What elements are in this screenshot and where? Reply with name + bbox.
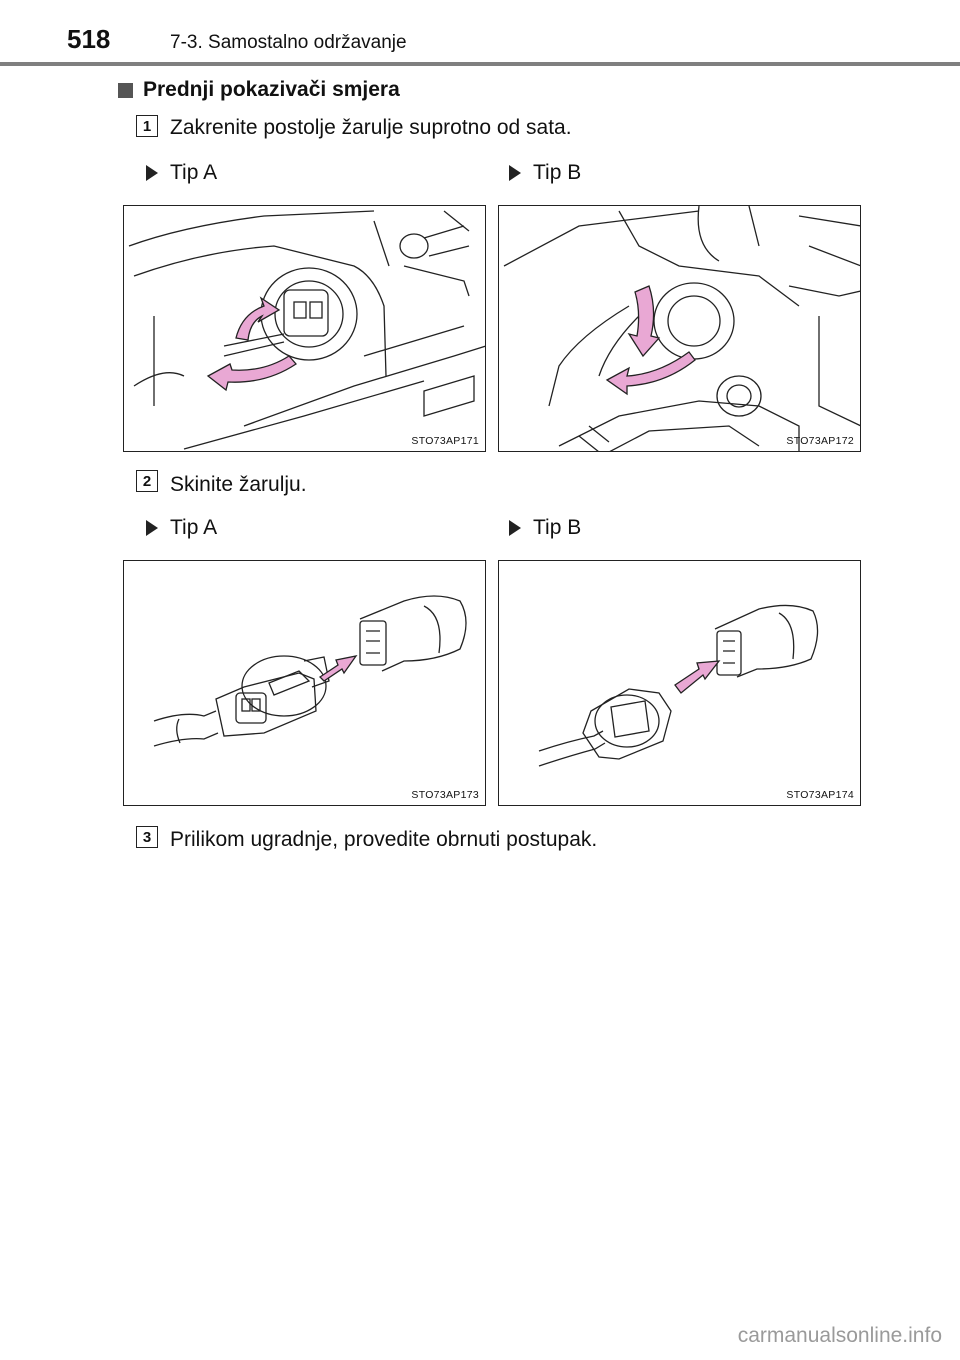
step-number-2: 2 bbox=[136, 470, 158, 492]
triangle-bullet-icon bbox=[509, 165, 521, 181]
triangle-bullet-icon bbox=[146, 165, 158, 181]
tip-b-label: Tip B bbox=[509, 161, 581, 185]
figure-code: STO73AP171 bbox=[411, 435, 479, 447]
square-bullet-icon bbox=[118, 82, 133, 98]
tip-a-text: Tip A bbox=[170, 161, 218, 184]
step-text-1: Zakrenite postolje žarulje suprotno od s… bbox=[170, 116, 572, 139]
figure-code: STO73AP172 bbox=[786, 435, 854, 447]
watermark: carmanualsonline.info bbox=[737, 1324, 942, 1347]
chapter-title: 7-3. Samostalno održavanje bbox=[170, 32, 407, 53]
figure-bulb-remove-tip-b: STO73AP174 bbox=[498, 560, 861, 806]
tip-a-label: Tip A bbox=[146, 161, 217, 185]
figure-socket-rotate-tip-b: STO73AP172 bbox=[498, 205, 861, 452]
tip-b-text: Tip B bbox=[533, 516, 582, 539]
illustration-bulb-remove-b bbox=[538, 604, 819, 767]
figure-code: STO73AP174 bbox=[786, 789, 854, 801]
figure-bulb-remove-tip-a: STO73AP173 bbox=[123, 560, 486, 806]
step-text-3: Prilikom ugradnje, provedite obrnuti pos… bbox=[170, 828, 598, 851]
step-number-3: 3 bbox=[136, 826, 158, 848]
illustration-socket-rotate-b bbox=[503, 206, 860, 451]
section-heading: Prednji pokazivači smjera bbox=[118, 78, 400, 102]
tip-b-label: Tip B bbox=[509, 516, 581, 540]
figure-socket-rotate-tip-a: STO73AP171 bbox=[123, 205, 486, 452]
figure-code: STO73AP173 bbox=[411, 789, 479, 801]
page-header: 518 7-3. Samostalno održavanje bbox=[0, 0, 960, 72]
header-rule bbox=[0, 62, 960, 66]
page-number: 518 bbox=[67, 24, 111, 54]
tip-a-label: Tip A bbox=[146, 516, 217, 540]
tip-a-text: Tip A bbox=[170, 516, 218, 539]
tip-b-text: Tip B bbox=[533, 161, 582, 184]
triangle-bullet-icon bbox=[146, 520, 158, 536]
section-title: Prednji pokazivači smjera bbox=[143, 78, 400, 101]
illustration-bulb-remove-a bbox=[153, 595, 467, 747]
triangle-bullet-icon bbox=[509, 520, 521, 536]
step-number-1: 1 bbox=[136, 115, 158, 137]
illustration-socket-rotate-a bbox=[128, 210, 485, 450]
step-text-2: Skinite žarulju. bbox=[170, 473, 307, 496]
